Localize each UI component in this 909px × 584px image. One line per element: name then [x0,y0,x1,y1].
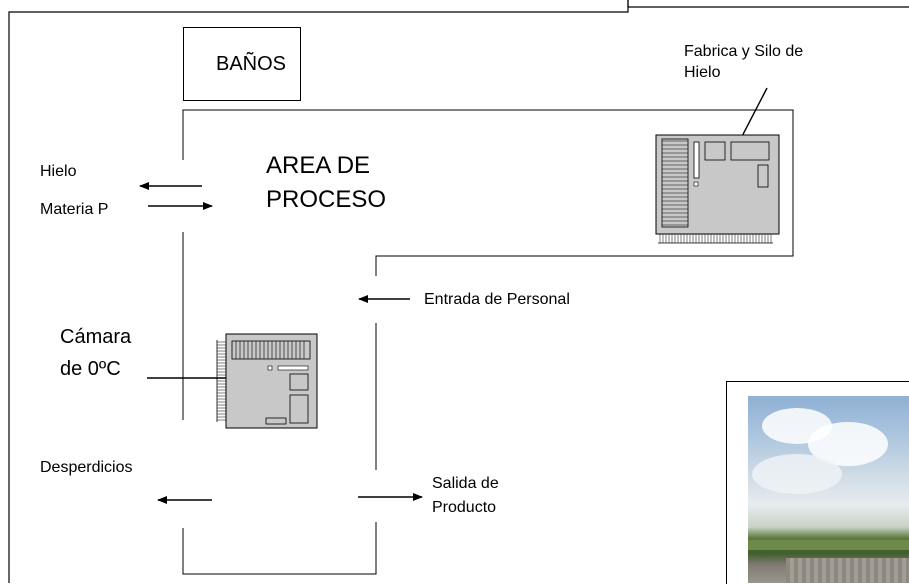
salida-producto-label-line2: Producto [432,499,497,516]
banos-room [183,27,301,101]
building-photo [748,396,909,583]
fabrica-label-line2: Hielo [684,64,721,81]
area-proceso-label-line1: AREA DE [266,152,371,179]
camara-machine-icon [216,333,318,429]
area-proceso-label-line2: PROCESO [266,186,387,213]
fabrica-machine-icon [655,134,780,244]
banos-label: BAÑOS [216,53,287,75]
process-area-wall-top [182,109,794,276]
desperdicios-label: Desperdicios [40,459,133,476]
salida-producto-label-line1: Salida de [432,475,499,492]
top-right-frame [627,0,909,8]
camara-label-line1: Cámara [60,326,132,348]
hielo-label: Hielo [40,163,77,180]
fabrica-label-line1: Fabrica y Silo de [684,43,804,60]
materia-p-label: Materia P [40,201,109,218]
camara-label-line2: de 0ºC [60,358,121,380]
process-area-wall-bottom [182,522,377,575]
entrada-personal-label: Entrada de Personal [424,291,570,308]
